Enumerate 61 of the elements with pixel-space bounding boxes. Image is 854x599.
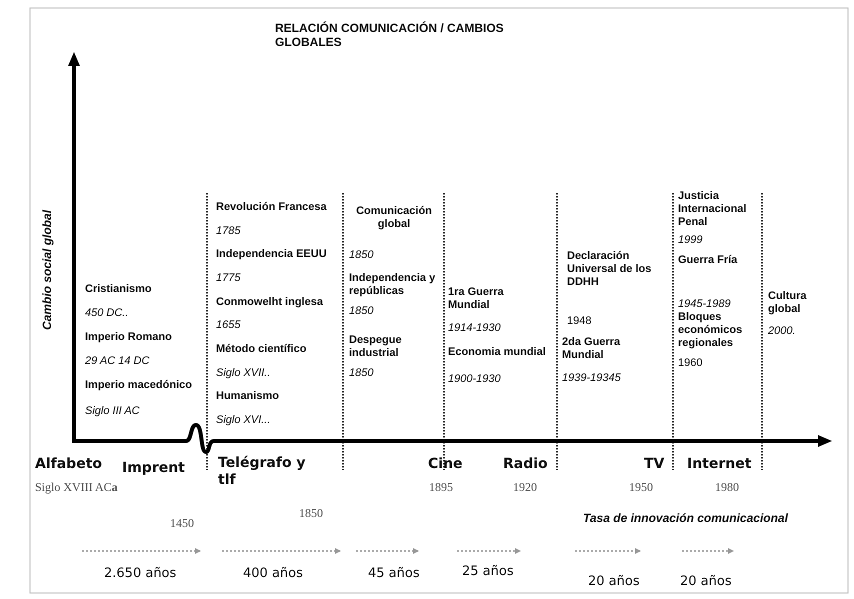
date-text: 1785 <box>216 225 240 238</box>
date-text: 450 DC.. <box>85 307 128 320</box>
event-text: Imperio macedónico <box>85 379 192 392</box>
date-text: 1895 <box>429 480 453 494</box>
date-text: 1914-1930 <box>448 322 501 336</box>
date-text: 1850 <box>299 506 323 520</box>
date-text: 1920 <box>513 480 537 494</box>
date-text: 29 AC 14 DC <box>85 355 150 368</box>
event-text: Independencia y repúblicas <box>349 272 436 298</box>
date-text: 1939-19345 <box>562 372 621 386</box>
event-text: Imperio Romano <box>85 331 172 344</box>
event-text: Conmowelht inglesa <box>216 296 323 310</box>
milestone-text: Imprent <box>122 460 185 477</box>
duration-text: 20 años <box>588 574 640 590</box>
event-text: Comunicación global <box>355 205 433 232</box>
date-text: 1945-1989 <box>678 298 731 312</box>
axis-title: Cambio social global <box>40 210 54 330</box>
event-text: Cultura global <box>768 290 808 316</box>
date-text: Siglo III AC <box>85 405 140 418</box>
milestone-text: Cine <box>428 456 463 473</box>
date-text: 2000. <box>768 325 796 338</box>
date-text: 1850 <box>349 367 374 380</box>
event-text: Método científico <box>216 343 306 356</box>
milestone-text: Telégrafo y tlf <box>218 455 307 489</box>
milestone-text: Radio <box>503 456 548 473</box>
milestone-text: Internet <box>687 456 752 473</box>
event-text: Economia mundial <box>448 346 546 360</box>
event-text: Cristianismo <box>85 283 152 296</box>
date-text: 1900-1930 <box>448 373 501 386</box>
event-text: Guerra Fría <box>678 254 738 268</box>
duration-text: 45 años <box>368 566 420 582</box>
axis-title: Tasa de innovación comunicacional <box>583 511 788 526</box>
date-text: Siglo XVIII ACa <box>35 480 118 494</box>
date-text: 1450 <box>170 516 194 530</box>
event-text: Declaración Universal de los DDHH <box>567 250 652 290</box>
chart-title: RELACIÓN COMUNICACIÓN / CAMBIOS GLOBALES <box>275 21 505 50</box>
duration-text: 400 años <box>243 566 303 582</box>
event-text: Justicia Internacional Penal <box>678 190 748 230</box>
milestone-text: TV <box>644 456 664 473</box>
event-text: 1ra Guerra Mundial <box>448 286 505 312</box>
event-text: Despegue industrial <box>349 334 403 360</box>
event-text: Independencia EEUU <box>216 248 327 262</box>
event-text: Bloques económicos regionales <box>678 311 744 351</box>
duration-text: 25 años <box>462 564 514 580</box>
duration-text: 2.650 años <box>104 566 176 582</box>
date-text: 1948 <box>567 315 592 328</box>
date-text: 1999 <box>678 234 702 248</box>
date-text: Siglo XVI... <box>216 414 270 428</box>
date-text: 1850 <box>349 249 374 262</box>
date-text: 1775 <box>216 272 240 286</box>
date-text: 1960 <box>678 357 702 370</box>
duration-text: 20 años <box>680 574 732 590</box>
event-text: Revolución Francesa <box>216 201 327 214</box>
event-text: Humanismo <box>216 390 279 404</box>
date-text: Siglo XVII.. <box>216 367 270 380</box>
event-text: 2da Guerra Mundial <box>562 336 622 362</box>
date-text: 1655 <box>216 319 240 332</box>
date-text: 1980 <box>715 480 739 494</box>
date-text: 1850 <box>349 305 374 318</box>
date-text: 1950 <box>629 480 653 494</box>
milestone-text: Alfabeto <box>35 456 102 473</box>
